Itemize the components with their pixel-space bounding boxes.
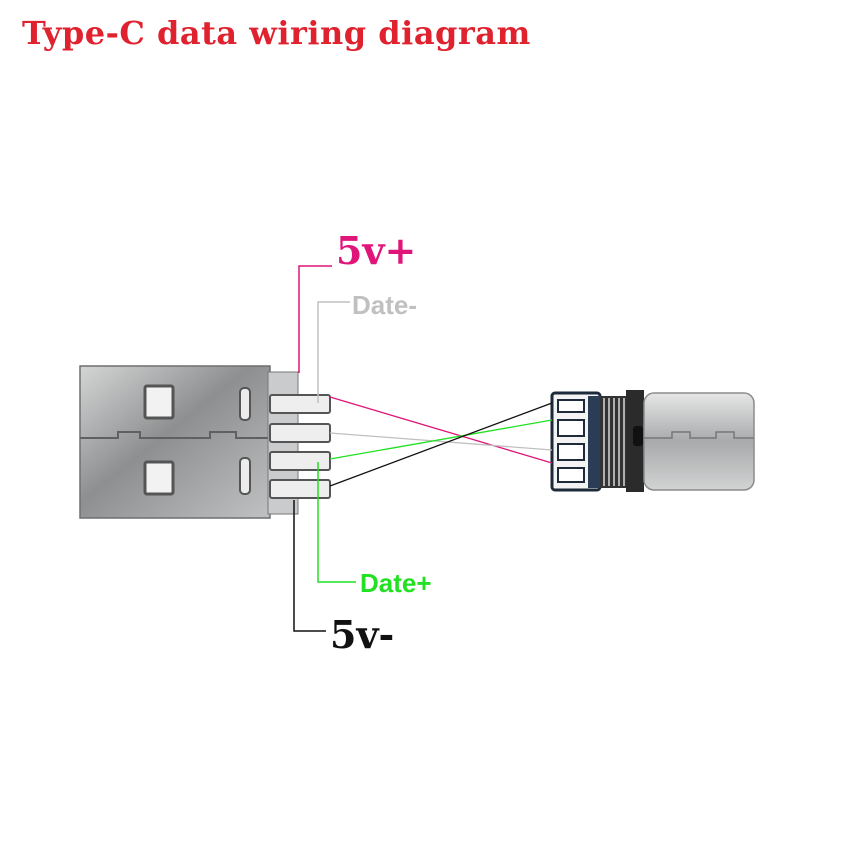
label-data-plus: Date+ [360, 568, 432, 598]
usb-a-slot-bottom [239, 457, 251, 495]
type-c-seam [644, 431, 754, 439]
label-5v-plus: 5v+ [336, 228, 417, 273]
wires [329, 396, 553, 487]
leader-vcc [298, 265, 332, 373]
usb-a-slot-top [239, 387, 251, 421]
wire-data-plus [329, 419, 553, 460]
page-title: Type-C data wiring diagram [22, 14, 531, 52]
usb-a-pin-vcc [269, 394, 331, 414]
usb-a-latch-hole-bottom [143, 460, 175, 496]
usb-a-plug [79, 365, 331, 519]
leader-data-minus [317, 301, 350, 403]
label-data-minus: Date- [352, 290, 418, 320]
usb-a-seam [80, 431, 270, 439]
type-c-shell [643, 392, 755, 491]
type-c-pcb-marking [588, 396, 600, 488]
usb-a-pin-gnd [269, 479, 331, 499]
type-c-pad-3 [557, 443, 585, 461]
leader-gnd [293, 500, 326, 632]
wire-gnd [329, 402, 553, 487]
type-c-connector [550, 390, 755, 492]
leader-data-plus [317, 462, 356, 583]
type-c-pad-4 [557, 467, 585, 483]
usb-a-latch-hole-top [143, 384, 175, 420]
type-c-latch [633, 426, 643, 446]
usb-a-pin-data-minus [269, 423, 331, 443]
wire-vcc [329, 396, 553, 464]
usb-a-shell [79, 365, 271, 519]
type-c-pad-2 [557, 419, 585, 437]
leader-lines [293, 265, 356, 632]
wire-data-minus [329, 432, 553, 451]
label-5v-minus: 5v- [330, 612, 395, 657]
type-c-pad-1 [557, 399, 585, 413]
usb-a-pin-data-plus [269, 451, 331, 471]
